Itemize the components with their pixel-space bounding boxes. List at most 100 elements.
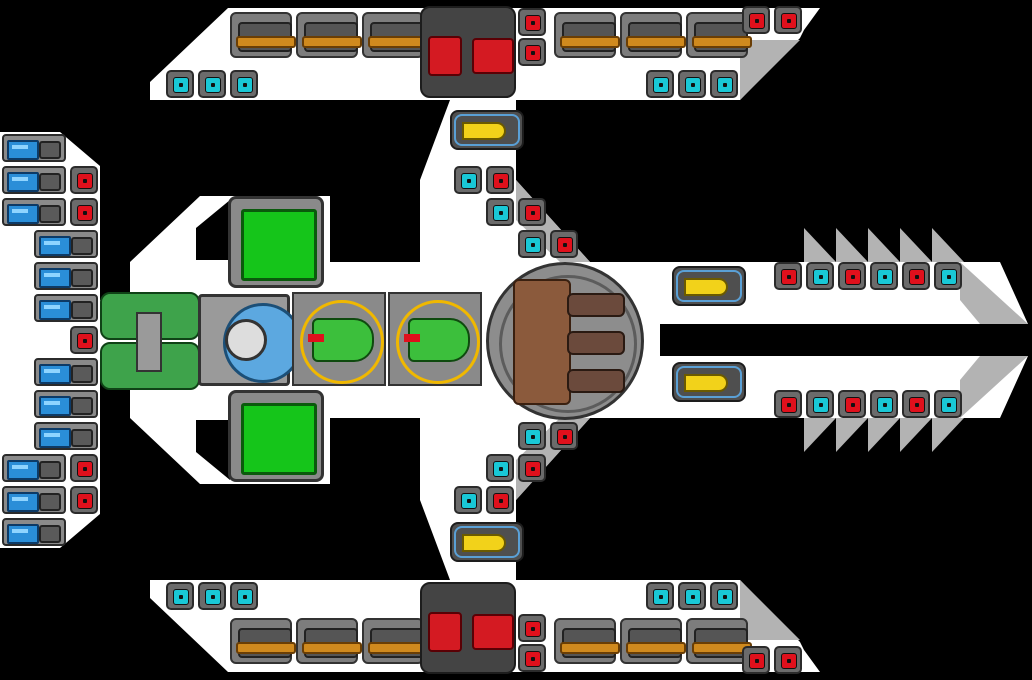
red-slot[interactable] xyxy=(518,614,546,642)
cargo-tube xyxy=(567,293,625,317)
red-cannon-top[interactable] xyxy=(420,6,516,98)
red-slot[interactable] xyxy=(70,326,98,354)
cyan-slot[interactable] xyxy=(934,390,962,418)
gun-turret[interactable] xyxy=(620,12,686,58)
red-cannon-bottom[interactable] xyxy=(420,582,516,674)
red-slot-icon xyxy=(77,493,93,509)
red-slot[interactable] xyxy=(838,262,866,290)
gun-turret[interactable] xyxy=(230,12,296,58)
battery-cell[interactable] xyxy=(34,422,98,450)
gun-barrel xyxy=(368,642,428,654)
cyan-slot[interactable] xyxy=(934,262,962,290)
battery-cell[interactable] xyxy=(2,486,66,514)
red-slot[interactable] xyxy=(742,6,770,34)
red-slot-icon xyxy=(525,15,541,31)
battery-cell[interactable] xyxy=(2,198,66,226)
battery-cell[interactable] xyxy=(34,358,98,386)
cyan-slot[interactable] xyxy=(870,262,898,290)
battery-cell[interactable] xyxy=(34,390,98,418)
cyan-slot[interactable] xyxy=(486,454,514,482)
gun-turret[interactable] xyxy=(230,618,296,664)
red-slot[interactable] xyxy=(774,646,802,674)
cyan-slot[interactable] xyxy=(806,262,834,290)
cyan-slot[interactable] xyxy=(230,70,258,98)
red-slot[interactable] xyxy=(774,6,802,34)
red-cannon-icon xyxy=(472,614,514,650)
shield-module-bottom[interactable] xyxy=(228,390,324,482)
red-slot[interactable] xyxy=(486,486,514,514)
red-slot[interactable] xyxy=(518,8,546,36)
red-slot[interactable] xyxy=(486,166,514,194)
cyan-slot[interactable] xyxy=(230,582,258,610)
red-slot[interactable] xyxy=(550,230,578,258)
cyan-slot-icon xyxy=(237,589,253,605)
red-slot[interactable] xyxy=(518,644,546,672)
battery-cell[interactable] xyxy=(2,134,66,162)
gun-turret[interactable] xyxy=(296,618,362,664)
battery-icon xyxy=(39,396,71,416)
cyan-slot[interactable] xyxy=(678,70,706,98)
red-slot-icon xyxy=(557,429,573,445)
red-slot[interactable] xyxy=(518,38,546,66)
battery-cell[interactable] xyxy=(2,454,66,482)
cyan-slot[interactable] xyxy=(646,582,674,610)
cyan-slot[interactable] xyxy=(518,422,546,450)
red-slot[interactable] xyxy=(70,166,98,194)
battery-cell[interactable] xyxy=(2,166,66,194)
thruster[interactable] xyxy=(450,522,524,562)
laser-cannon-2[interactable] xyxy=(388,292,482,386)
cyan-slot[interactable] xyxy=(870,390,898,418)
battery-cell[interactable] xyxy=(34,294,98,322)
cyan-slot[interactable] xyxy=(678,582,706,610)
red-slot[interactable] xyxy=(742,646,770,674)
red-slot[interactable] xyxy=(70,486,98,514)
battery-cell[interactable] xyxy=(34,262,98,290)
thruster[interactable] xyxy=(672,362,746,402)
red-slot[interactable] xyxy=(70,198,98,226)
red-slot[interactable] xyxy=(518,198,546,226)
battery-cell[interactable] xyxy=(2,518,66,546)
cyan-slot[interactable] xyxy=(198,582,226,610)
cyan-slot[interactable] xyxy=(646,70,674,98)
gun-turret[interactable] xyxy=(362,12,428,58)
cyan-slot[interactable] xyxy=(198,70,226,98)
battery-terminal xyxy=(39,461,61,479)
core-reactor[interactable] xyxy=(198,294,303,386)
gun-turret[interactable] xyxy=(554,618,620,664)
red-slot[interactable] xyxy=(774,262,802,290)
cyan-slot[interactable] xyxy=(454,486,482,514)
cyan-slot[interactable] xyxy=(166,70,194,98)
red-slot[interactable] xyxy=(902,390,930,418)
red-slot[interactable] xyxy=(774,390,802,418)
red-slot[interactable] xyxy=(70,454,98,482)
gun-turret[interactable] xyxy=(554,12,620,58)
gun-turret[interactable] xyxy=(362,618,428,664)
red-slot[interactable] xyxy=(902,262,930,290)
battery-cell[interactable] xyxy=(34,230,98,258)
cyan-slot[interactable] xyxy=(454,166,482,194)
thruster-icon xyxy=(684,374,728,392)
thruster[interactable] xyxy=(672,266,746,306)
gun-turret[interactable] xyxy=(620,618,686,664)
red-cannon-icon xyxy=(472,38,514,74)
cyan-slot[interactable] xyxy=(710,70,738,98)
thruster[interactable] xyxy=(450,110,524,150)
red-slot[interactable] xyxy=(838,390,866,418)
cyan-slot[interactable] xyxy=(518,230,546,258)
gun-turret[interactable] xyxy=(686,12,752,58)
gun-turret[interactable] xyxy=(296,12,362,58)
gun-barrel xyxy=(626,642,686,654)
power-generator[interactable] xyxy=(100,292,200,390)
laser-cannon-1[interactable] xyxy=(292,292,386,386)
cyan-slot[interactable] xyxy=(710,582,738,610)
red-slot[interactable] xyxy=(550,422,578,450)
cargo-bay[interactable] xyxy=(486,262,644,420)
gun-turret[interactable] xyxy=(686,618,752,664)
red-slot[interactable] xyxy=(518,454,546,482)
cyan-slot[interactable] xyxy=(486,198,514,226)
cyan-slot[interactable] xyxy=(806,390,834,418)
shield-module-top[interactable] xyxy=(228,196,324,288)
cyan-slot[interactable] xyxy=(166,582,194,610)
prong-tooth xyxy=(836,228,868,262)
